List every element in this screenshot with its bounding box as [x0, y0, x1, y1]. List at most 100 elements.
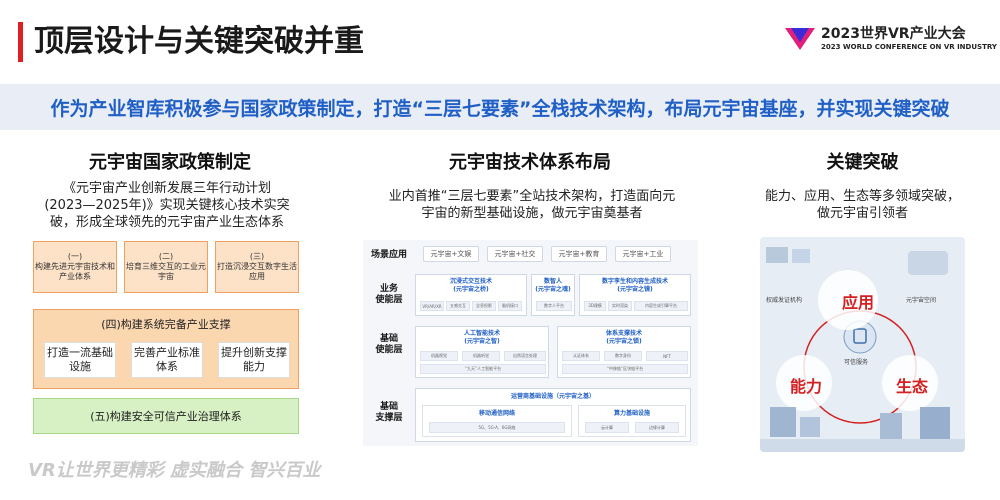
card-item: 五感交互	[446, 301, 470, 311]
tech-card-digital-human: 数智人 (元宇宙之魂) 数字人平台	[531, 274, 575, 316]
title-accent-bar	[18, 22, 23, 62]
label-trusted-service: 可信服务	[844, 359, 869, 366]
layer-label-line: 使能层	[375, 295, 403, 305]
policy-box-5: (五)构建安全可信产业治理体系	[33, 398, 299, 434]
support-item-2: 完善产业标准体系	[131, 342, 203, 378]
scene-chip: 元宇宙+社交	[487, 246, 543, 262]
card-item: 内容生成引擎平台	[634, 301, 688, 311]
col1-text-line: (2023—2025年)》实现关键核心技术实突	[44, 198, 290, 213]
policy-box-4: (四)构建系统完备产业支撑 打造一流基础设施 完善产业标准体系 提升创新支撑能力	[33, 309, 299, 389]
card-item: 3D建模	[584, 301, 606, 311]
label-metaverse-space: 元宇宙空间	[906, 297, 937, 304]
card-item: 实时渲染	[608, 301, 632, 311]
layer-label-line: 支撑层	[375, 413, 403, 423]
support-layer-label: 基础 支撑层	[367, 402, 411, 424]
scene-chip: 元宇宙+文娱	[423, 246, 479, 262]
card-item: 数字身份	[604, 351, 642, 361]
policy-box-3: (三)打造沉浸交互数字生活应用	[215, 241, 299, 293]
card-subtitle: (元宇宙之镜)	[617, 286, 653, 293]
card-item: “九天”人工智能平台	[420, 364, 546, 374]
card-title: 运营商基础设施（元宇宙之基）	[510, 393, 595, 400]
layer-label-line: 使能层	[375, 345, 403, 355]
policy-num: (二)	[158, 252, 174, 261]
card-title: 移动通信网络	[478, 410, 515, 417]
col3-text-line: 能力、应用、生态等多领域突破，	[764, 189, 960, 204]
layer-label-line: 基础	[379, 402, 398, 412]
tech-card-ai: 人工智能技术 (元宇宙之智) 机器视觉 机器听觉 自然语言处理 “九天”人工智能…	[415, 326, 549, 378]
page-title: 顶层设计与关键突破并重	[34, 24, 364, 59]
illustration-graphic	[760, 237, 965, 452]
policy-box-1: (一)构建先进元宇宙技术和产业体系	[33, 241, 117, 293]
card-item: 数字人平台	[536, 301, 572, 311]
card-item: 自然语言处理	[504, 351, 546, 361]
logo-subtitle: 2023 WORLD CONFERENCE ON VR INDUSTRY	[821, 43, 997, 51]
scene-label: 场景应用	[370, 250, 407, 260]
label-ability: 能力	[790, 377, 823, 396]
card-title: 数字孪生和内容生成技术	[601, 278, 668, 285]
card-item: 5G、5G-A、6G网络	[429, 422, 565, 433]
card-item: 云计算	[585, 422, 629, 433]
card-item: 认证体系	[562, 351, 600, 361]
conference-logo: 2023世界VR产业大会 2023 WORLD CONFERENCE ON VR…	[785, 26, 997, 52]
card-item: 脑机接口	[498, 301, 522, 311]
card-item: 边缘计算	[635, 422, 679, 433]
card-item: NFT	[646, 351, 688, 361]
base-layer-label: 基础 使能层	[367, 334, 411, 356]
policy-text: 构建先进元宇宙技术和产业体系	[35, 262, 115, 281]
card-subtitle: (元宇宙之魂)	[535, 286, 571, 293]
mobile-network-box: 移动通信网络 5G、5G-A、6G网络	[422, 405, 572, 437]
biz-layer-label: 业务 使能层	[367, 284, 411, 306]
col3-text: 能力、应用、生态等多领域突破， 做元宇宙引领者	[745, 188, 980, 222]
card-title: 沉浸式交互技术	[449, 278, 492, 285]
label-ecology: 生态	[896, 377, 929, 396]
card-title: 算力基础设施	[613, 410, 650, 417]
col2-heading: 元宇宙技术体系布局	[449, 152, 611, 173]
card-title: 体系支撑技术	[605, 330, 642, 337]
card-title: 数智人	[543, 278, 562, 285]
tech-card-support: 体系支撑技术 (元宇宙之锁) 认证体系 数字身份 NFT “中移链”区块链平台	[557, 326, 691, 378]
card-item: VR/AR/XR	[420, 301, 444, 311]
col2-text: 业内首推“三层七要素”全站技术架构，打造面向元 宇宙的新型基础设施，做元宇宙奠基…	[352, 188, 712, 222]
support-item-3: 提升创新支撑能力	[218, 342, 290, 378]
card-subtitle: (元宇宙之锁)	[606, 338, 642, 345]
card-item: 机器听觉	[462, 351, 500, 361]
card-subtitle: (元宇宙之智)	[464, 338, 500, 345]
tech-card-digital-twin: 数字孪生和内容生成技术 (元宇宙之镜) 3D建模 实时渲染 内容生成引擎平台	[579, 274, 691, 316]
label-cert-authority: 权威发证机构	[766, 297, 803, 304]
compute-box: 算力基础设施 云计算 边缘计算	[578, 405, 686, 437]
card-title: 人工智能技术	[463, 330, 500, 337]
col1-text-line: 破，形成全球领先的元宇宙产业生态体系	[49, 215, 284, 230]
col2-text-line: 业内首推“三层七要素”全站技术架构，打造面向元	[388, 189, 676, 204]
scene-chip: 元宇宙+工业	[615, 246, 671, 262]
card-item: “中移链”区块链平台	[562, 364, 688, 374]
card-subtitle: (元宇宙之桥)	[453, 286, 489, 293]
col3-text-line: 做元宇宙引领者	[816, 206, 908, 221]
col2-text-line: 宇宙的新型基础设施，做元宇宙奠基者	[421, 206, 643, 221]
tech-card-immersive: 沉浸式交互技术 (元宇宙之桥) VR/AR/XR 五感交互 全息投影 脑机接口	[415, 274, 527, 316]
card-item: 机器视觉	[420, 351, 458, 361]
breakthrough-illustration: 应用 能力 生态 权威发证机构 元宇宙空间 可信服务	[760, 237, 965, 452]
scene-chip: 元宇宙+教育	[551, 246, 607, 262]
layer-label-line: 基础	[379, 334, 398, 344]
policy-text: 打造沉浸交互数字生活应用	[217, 262, 297, 281]
policy-num: (三)	[249, 252, 265, 261]
summary-banner: 作为产业智库积极参与国家政策制定，打造“三层七要素”全栈技术架构，布局元宇宙基座…	[0, 84, 1000, 130]
slogan: VR让世界更精彩 虚实融合 智兴百业	[28, 460, 321, 481]
col3-heading: 关键突破	[826, 152, 899, 173]
policy-box-2: (二)培育三维交互的工业元宇宙	[124, 241, 208, 293]
tech-architecture-diagram: 场景应用 元宇宙+文娱 元宇宙+社交 元宇宙+教育 元宇宙+工业 业务 使能层 …	[363, 240, 698, 446]
card-item: 全息投影	[472, 301, 496, 311]
col1-heading: 元宇宙国家政策制定	[89, 152, 251, 173]
policy-text: 培育三维交互的工业元宇宙	[126, 262, 206, 281]
logo-title: 2023世界VR产业大会	[821, 26, 966, 42]
col1-text-line: 《元宇宙产业创新发展三年行动计划	[62, 181, 271, 196]
tech-card-infrastructure: 运营商基础设施（元宇宙之基） 移动通信网络 5G、5G-A、6G网络 算力基础设…	[415, 388, 691, 442]
col1-text: 《元宇宙产业创新发展三年行动计划 (2023—2025年)》实现关键核心技术实突…	[22, 180, 312, 231]
policy-num: (一)	[67, 252, 83, 261]
banner-text: 作为产业智库积极参与国家政策制定，打造“三层七要素”全栈技术架构，布局元宇宙基座…	[50, 97, 950, 120]
policy-box-4-title: (四)构建系统完备产业支撑	[101, 318, 231, 331]
support-item-1: 打造一流基础设施	[44, 342, 116, 378]
label-application: 应用	[842, 293, 875, 312]
layer-label-line: 业务	[379, 284, 398, 294]
vr-logo-icon	[785, 28, 815, 50]
